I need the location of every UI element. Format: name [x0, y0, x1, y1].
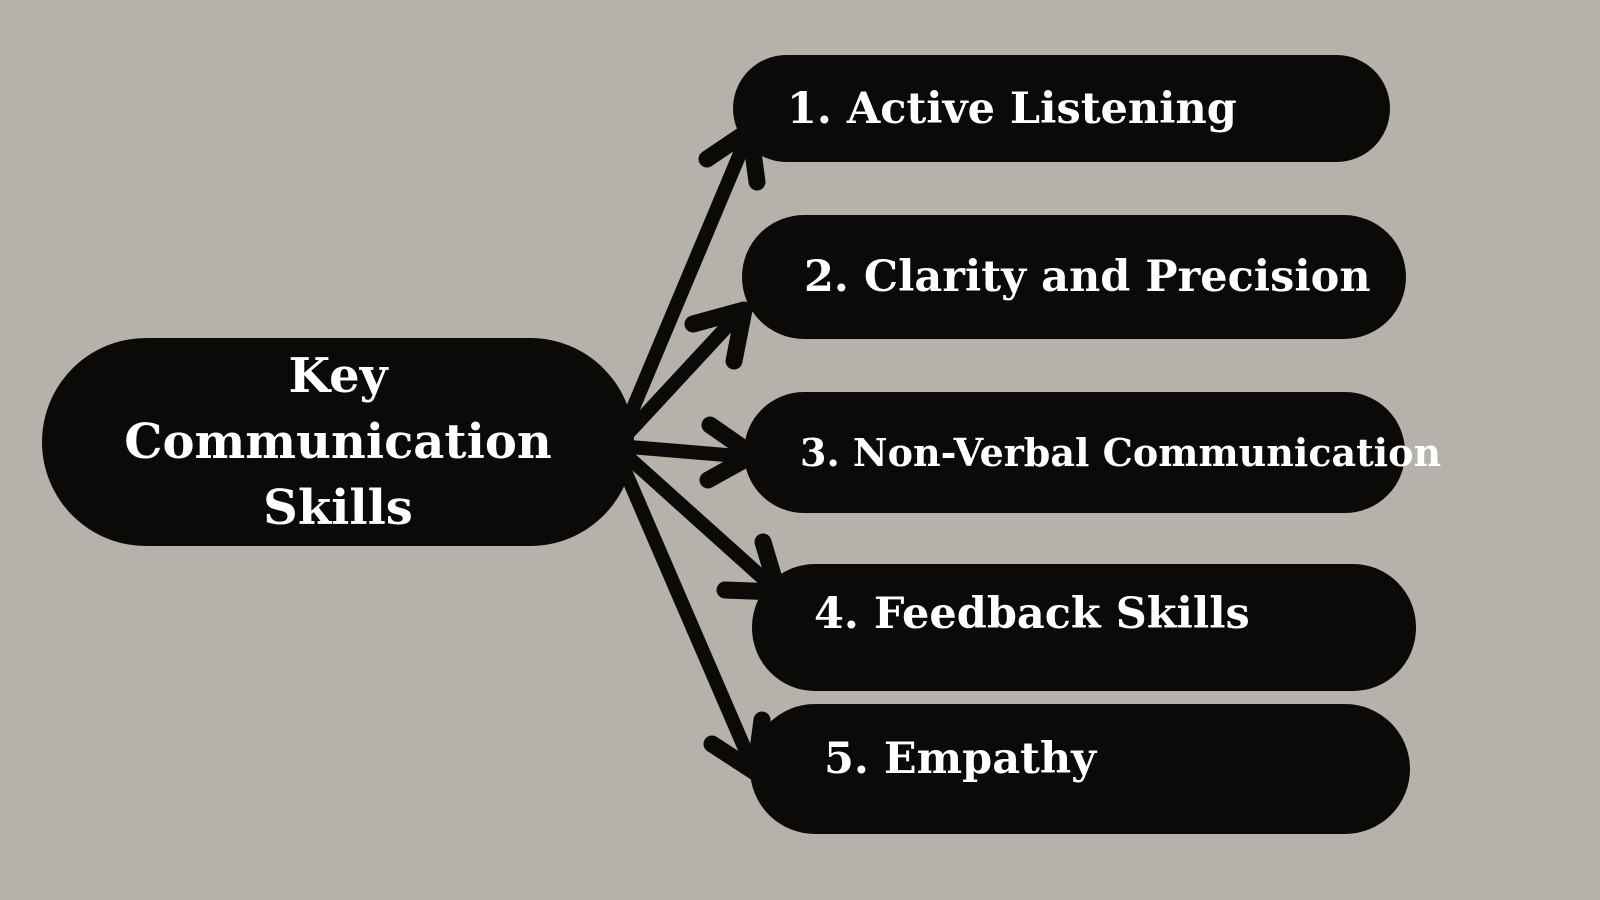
center-node-label: Key Communication Skills — [124, 347, 552, 537]
node-non-verbal-communication-label: 3. Non-Verbal Communication — [800, 430, 1442, 475]
node-feedback-skills-label: 4. Feedback Skills — [814, 588, 1250, 639]
node-clarity-and-precision-label: 2. Clarity and Precision — [804, 252, 1371, 302]
node-active-listening: 1. Active Listening — [733, 55, 1390, 162]
node-feedback-skills: 4. Feedback Skills — [752, 564, 1416, 691]
node-empathy: 5. Empathy — [750, 704, 1410, 834]
arrow-shaft — [611, 441, 772, 587]
arrowhead-icon — [684, 301, 753, 370]
arrow-to-empathy — [609, 443, 771, 781]
arrow-to-active-listening — [611, 121, 766, 451]
arrow-shaft — [611, 439, 745, 463]
arrow-shaft — [609, 443, 755, 763]
node-non-verbal-communication: 3. Non-Verbal Communication — [744, 392, 1441, 513]
arrow-to-non-verbal-communication — [611, 416, 762, 489]
arrow-shaft — [611, 137, 751, 451]
node-active-listening-label: 1. Active Listening — [787, 83, 1237, 134]
arrow-to-clarity-and-precision — [611, 301, 753, 451]
arrow-shaft — [611, 313, 740, 451]
node-clarity-and-precision: 2. Clarity and Precision — [742, 215, 1406, 339]
node-empathy-label: 5. Empathy — [824, 734, 1097, 784]
node-key-communication-skills: Key Communication Skills — [42, 338, 634, 546]
